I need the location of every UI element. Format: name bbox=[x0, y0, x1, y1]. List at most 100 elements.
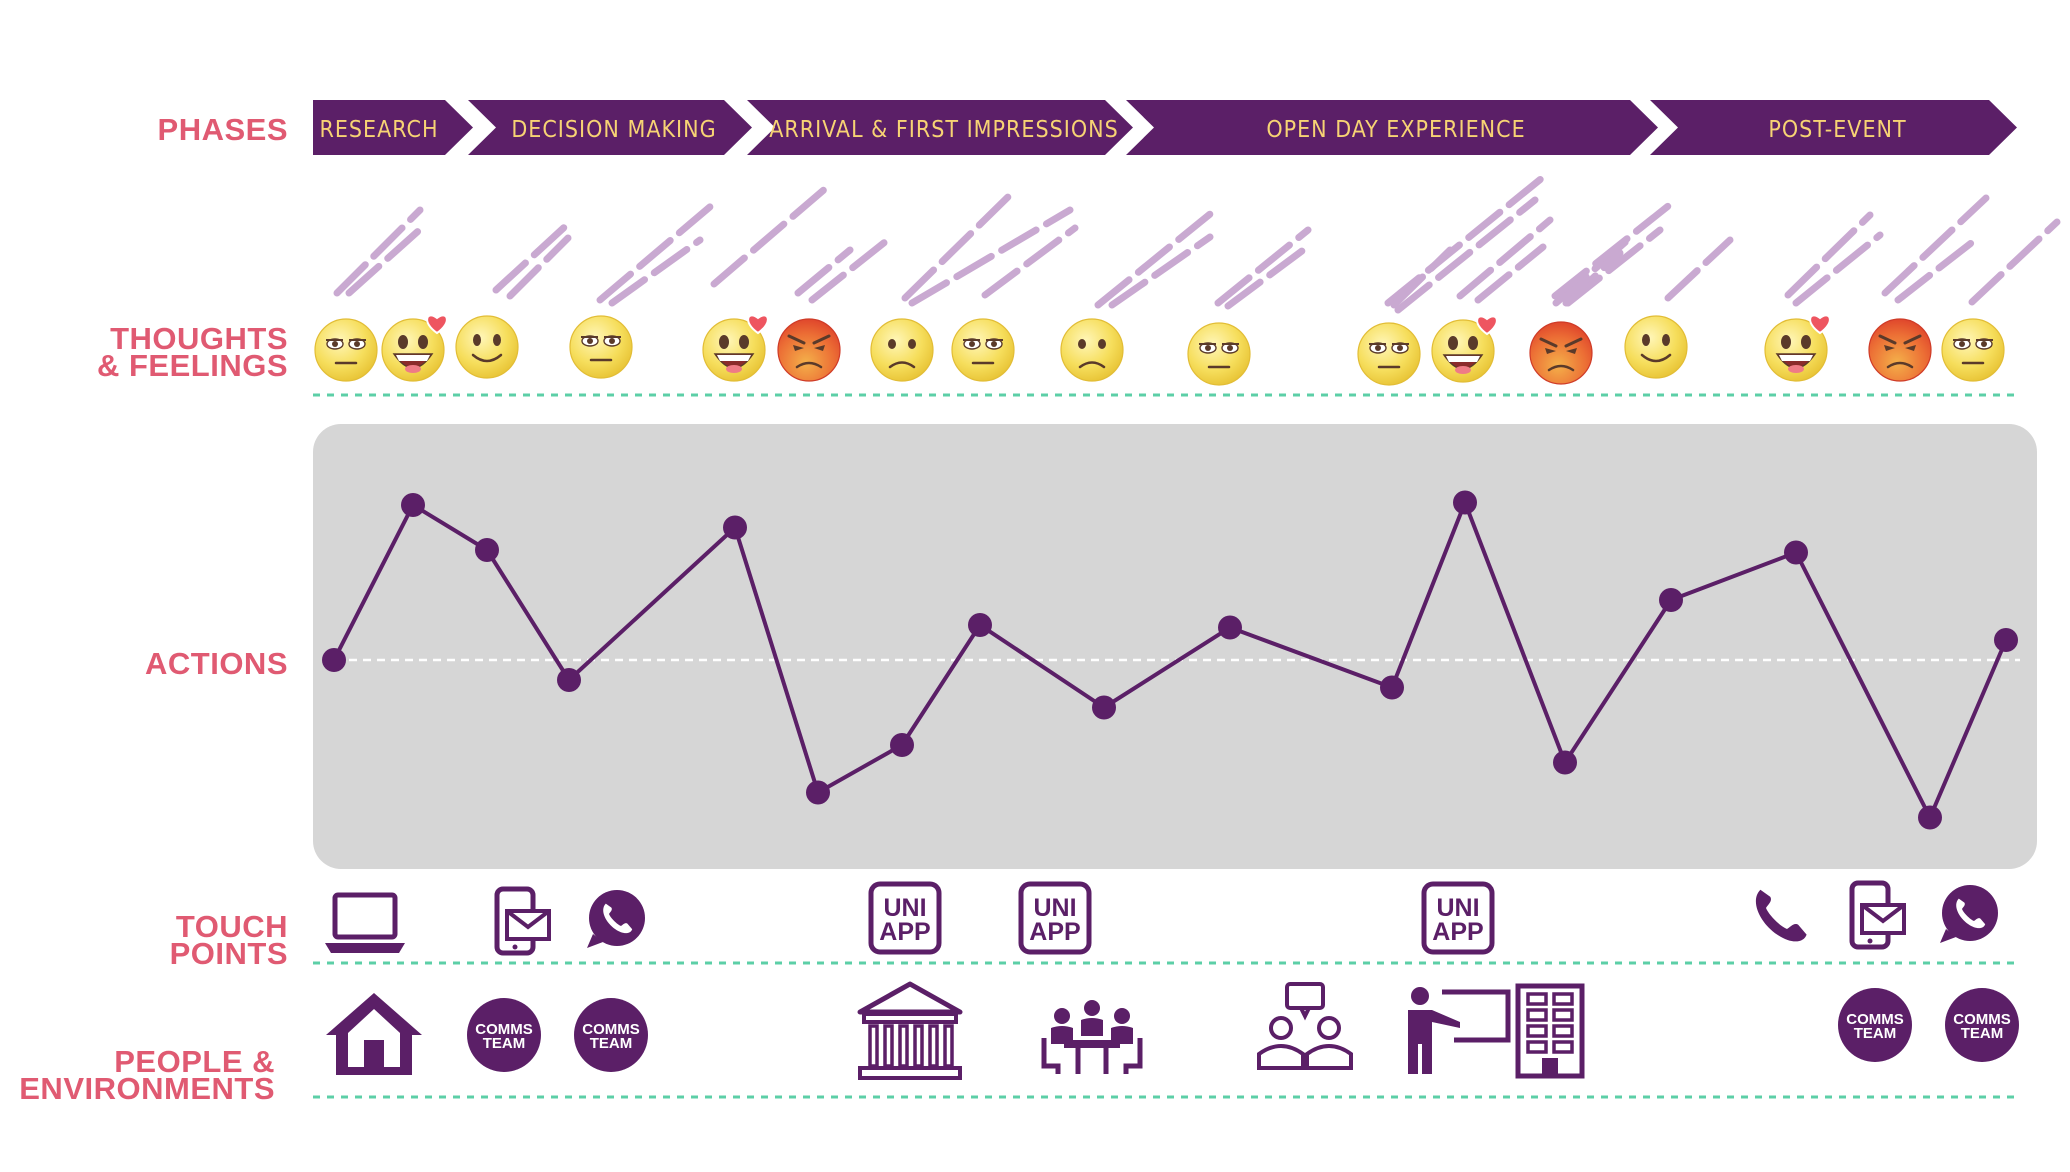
phases-row-label: PHASES bbox=[157, 112, 288, 147]
conversation-people-icon bbox=[1257, 982, 1353, 1070]
happy-face-icon bbox=[1764, 314, 1831, 382]
laptop-icon bbox=[325, 892, 405, 953]
svg-text:APP: APP bbox=[879, 918, 930, 946]
phase-label: RESEARCH bbox=[319, 117, 438, 143]
phase-chevron bbox=[1650, 100, 2017, 155]
svg-text:TEAM: TEAM bbox=[1961, 1025, 2004, 1042]
happy-face-icon bbox=[702, 314, 769, 382]
actions-point bbox=[1218, 615, 1242, 640]
neutral-face-icon bbox=[951, 318, 1015, 382]
thought-line bbox=[506, 234, 572, 300]
thought-line bbox=[333, 206, 424, 297]
svg-text:COMMS: COMMS bbox=[1953, 1011, 2011, 1028]
actions-point bbox=[557, 668, 581, 692]
office-building-icon bbox=[1515, 983, 1585, 1079]
actions-point bbox=[475, 538, 499, 562]
neutral-face-icon bbox=[1187, 322, 1251, 386]
thought-line bbox=[608, 236, 704, 307]
actions-point bbox=[1380, 675, 1404, 700]
svg-text:UNI: UNI bbox=[1033, 894, 1076, 922]
thought-line bbox=[1108, 233, 1214, 309]
phase-label: OPEN DAY EXPERIENCE bbox=[1266, 117, 1525, 143]
university-building-icon bbox=[857, 981, 963, 1080]
heart-icon bbox=[747, 314, 769, 335]
actions-line-chart bbox=[322, 490, 2018, 830]
thought-line bbox=[1214, 226, 1312, 307]
thought-line bbox=[1894, 236, 1979, 304]
neutral-face-icon bbox=[1941, 318, 2005, 382]
actions-point bbox=[723, 515, 747, 540]
svg-text:TEAM: TEAM bbox=[590, 1035, 633, 1052]
angry-face-icon bbox=[1868, 318, 1932, 382]
svg-text:COMMS: COMMS bbox=[475, 1021, 533, 1038]
thought-line bbox=[1394, 196, 1539, 314]
thought-line bbox=[1224, 241, 1314, 310]
neutral-face-icon bbox=[569, 315, 633, 379]
svg-text:COMMS: COMMS bbox=[1846, 1011, 1904, 1028]
phase-label: ARRIVAL & FIRST IMPRESSIONS bbox=[769, 117, 1119, 143]
actions-panel bbox=[313, 424, 2037, 869]
happy-face-icon bbox=[1431, 315, 1498, 383]
content-face-icon bbox=[1624, 315, 1688, 379]
thought-line bbox=[1664, 236, 1734, 302]
meeting-table-icon bbox=[1041, 1000, 1143, 1074]
content-face-icon bbox=[455, 315, 519, 379]
thought-line bbox=[1094, 206, 1219, 309]
actions-point bbox=[1994, 628, 2018, 652]
neutral-face-icon bbox=[314, 318, 378, 382]
thought-line bbox=[596, 196, 722, 304]
actions-point bbox=[806, 780, 830, 805]
thought-line bbox=[981, 224, 1079, 299]
svg-text:APP: APP bbox=[1432, 918, 1483, 946]
actions-point bbox=[1659, 588, 1683, 612]
phase-label: POST-EVENT bbox=[1768, 117, 1906, 143]
actions-point bbox=[968, 613, 992, 637]
thought-line bbox=[345, 221, 429, 297]
phase-1: RESEARCH bbox=[313, 100, 473, 155]
actions-point bbox=[401, 493, 425, 517]
thought-line bbox=[794, 246, 854, 297]
phases-bar: RESEARCH DECISION MAKING ARRIVAL & FIRST I… bbox=[313, 100, 2017, 155]
angry-face-icon bbox=[1529, 321, 1593, 385]
feelings-row bbox=[314, 314, 2005, 386]
svg-text:TEAM: TEAM bbox=[1854, 1025, 1897, 1042]
thought-line bbox=[1881, 194, 1990, 297]
thought-line bbox=[1390, 246, 1454, 309]
actions-point bbox=[322, 648, 346, 672]
thought-line bbox=[808, 234, 894, 304]
phase-2: DECISION MAKING bbox=[468, 100, 752, 155]
thought-line bbox=[1456, 216, 1554, 300]
svg-text:UNI: UNI bbox=[883, 894, 926, 922]
phase-chevron bbox=[747, 100, 1133, 155]
phase-3: ARRIVAL & FIRST IMPRESSIONS bbox=[747, 100, 1133, 155]
people-row-label: PEOPLE & ENVIRONMENTS bbox=[19, 1044, 275, 1106]
mobile-email-icon bbox=[1849, 880, 1906, 950]
touch-points-row-label: TOUCH POINTS bbox=[169, 909, 288, 971]
actions-point bbox=[1453, 490, 1477, 515]
thought-line bbox=[710, 184, 830, 288]
svg-text:TEAM: TEAM bbox=[483, 1035, 526, 1052]
thoughts-row-label: THOUGHTS & FEELINGS bbox=[96, 321, 288, 383]
sad-face-icon bbox=[1060, 318, 1124, 382]
sad-face-icon bbox=[870, 318, 934, 382]
whatsapp-icon bbox=[587, 890, 645, 948]
thought-line bbox=[908, 206, 1074, 307]
actions-point bbox=[1553, 750, 1577, 775]
heart-icon bbox=[1476, 315, 1498, 336]
heart-icon bbox=[1809, 314, 1831, 335]
thought-line bbox=[1551, 199, 1676, 300]
heart-icon bbox=[426, 314, 448, 335]
phase-chevron bbox=[1126, 100, 1658, 155]
thought-line bbox=[1564, 226, 1664, 307]
thought-lines bbox=[333, 174, 2061, 314]
actions-point bbox=[1784, 540, 1808, 565]
phase-chevron bbox=[313, 100, 473, 155]
